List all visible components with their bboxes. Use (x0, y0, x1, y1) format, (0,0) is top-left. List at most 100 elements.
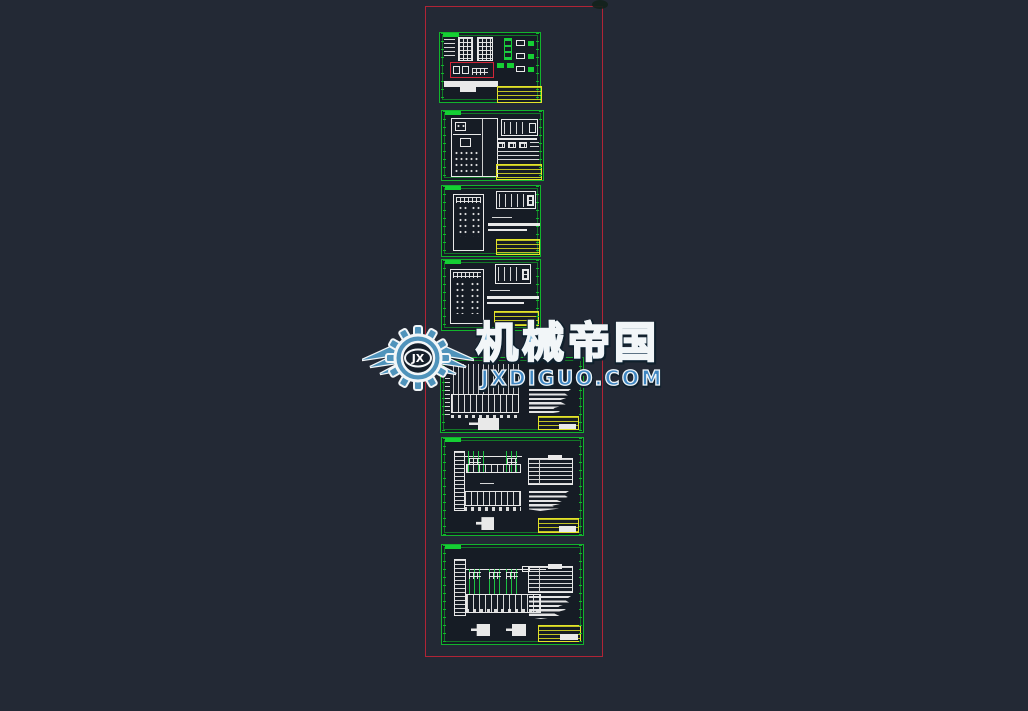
note-text (530, 142, 539, 147)
selection-rect[interactable] (425, 6, 603, 657)
plan-view (495, 264, 531, 284)
dimension-bar (497, 138, 537, 140)
panel-split-line (482, 119, 483, 176)
drawing-sheet-5[interactable] (440, 357, 584, 433)
terminal-strip (454, 559, 466, 616)
detail-symbol (471, 624, 490, 636)
table-labels (451, 415, 519, 418)
highlight-box (450, 62, 494, 78)
terminal-strip (454, 451, 465, 511)
plan-detail (498, 267, 520, 281)
panel-line (453, 134, 481, 135)
plan-view (501, 119, 538, 136)
title-cell (559, 424, 576, 429)
component (462, 66, 469, 74)
dimension-bar (488, 223, 540, 226)
connector-symbol (516, 40, 525, 46)
connector-symbol (497, 63, 504, 68)
drawing-sheet-6[interactable] (441, 437, 584, 536)
cabinet-front-view (451, 118, 498, 177)
connector-cluster (506, 572, 518, 579)
title-block (538, 416, 579, 430)
drawing-sheet-7[interactable] (441, 544, 584, 645)
dimension-bar (488, 229, 527, 231)
text-column (445, 378, 450, 416)
table-header-cell (548, 564, 562, 569)
sheet-label-chip (445, 260, 461, 264)
detail-symbol (506, 624, 526, 636)
drawing-sheet-3[interactable] (441, 185, 541, 257)
bus-box (464, 491, 521, 506)
dimension-bar (487, 296, 539, 299)
connector-symbol (516, 53, 525, 59)
connector-symbol (507, 63, 514, 68)
bus-box (466, 464, 521, 473)
hatch-strip (453, 272, 481, 278)
connector-symbol (516, 66, 525, 72)
terminal-row (466, 609, 541, 613)
connector-cluster (469, 572, 481, 579)
table-divider (539, 459, 540, 484)
ladder-diagram (458, 37, 473, 61)
vent-area (454, 150, 480, 174)
mini-table (519, 142, 527, 148)
busbar (444, 81, 498, 87)
component (472, 68, 488, 75)
connector-symbol (528, 54, 534, 59)
sheet-label-chip (445, 438, 461, 442)
connector-cluster (469, 458, 481, 464)
drawing-sheet-4[interactable] (441, 259, 541, 331)
terminal-row (464, 507, 521, 511)
text-column (444, 39, 455, 59)
plan-detail (499, 194, 525, 207)
title-cell (559, 526, 576, 532)
label-text (480, 483, 494, 487)
hatch-strip (456, 197, 481, 203)
plan-detail (527, 195, 534, 206)
cabinet-layout (450, 269, 484, 324)
detail-symbol (469, 418, 499, 430)
monogram-text: JX (411, 352, 425, 365)
plan-detail (529, 123, 536, 133)
title-block (538, 518, 579, 533)
terminal-column (471, 205, 480, 237)
terminal-column (455, 281, 465, 314)
note-text (497, 151, 539, 160)
sheet-label-chip (445, 186, 461, 190)
mini-table (508, 142, 516, 148)
table-divider (539, 567, 540, 592)
sheet-label-chip (445, 545, 461, 549)
data-table (528, 566, 573, 593)
terminal-column (458, 205, 467, 237)
corner-artifact (592, 0, 608, 9)
ladder-diagram (477, 37, 493, 61)
terminal-strip (504, 38, 512, 60)
drawing-sheet-2[interactable] (441, 110, 544, 181)
wiring-table (451, 394, 519, 413)
busbar-step (460, 87, 476, 92)
cabinet-layout (453, 194, 484, 251)
note-text (490, 290, 510, 294)
plan-view (496, 191, 536, 209)
terminal-column (470, 281, 480, 314)
title-cell (560, 634, 578, 640)
table-header-cell (548, 455, 562, 460)
sheet-label-chip (445, 111, 461, 115)
wire-line (465, 456, 522, 457)
connector-cluster (507, 458, 517, 464)
sheet-label-chip (443, 33, 459, 37)
title-block (496, 239, 540, 255)
connector-cluster (489, 572, 501, 579)
indicator-box (455, 122, 466, 131)
connector-symbol (528, 67, 534, 72)
note-text (492, 217, 512, 221)
plan-detail (522, 269, 529, 280)
wire-bundle (453, 364, 519, 394)
display-unit (460, 138, 471, 147)
mini-table (497, 142, 505, 148)
connector-symbol (528, 41, 534, 46)
component (453, 66, 460, 74)
title-block (497, 86, 542, 103)
dimension-bar (487, 302, 524, 304)
